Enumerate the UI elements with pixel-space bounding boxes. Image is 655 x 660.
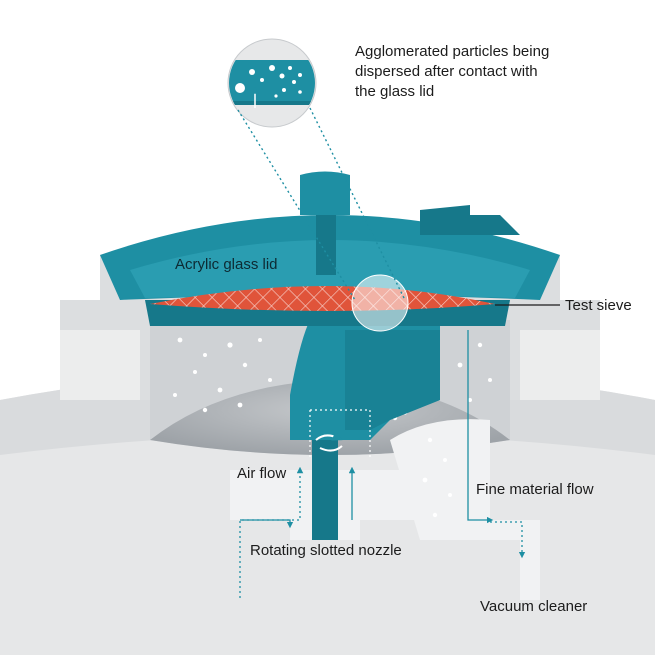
- nozzle-shaft: [312, 440, 338, 540]
- callout-label: Agglomerated particles being dispersed a…: [355, 42, 625, 102]
- lid-center-cap: [300, 171, 350, 215]
- lid-center-neck: [316, 215, 336, 275]
- rotation-arrow-icon: [315, 431, 343, 452]
- test-sieve-mesh: [150, 286, 495, 311]
- air-flow-lines: [239, 466, 356, 598]
- nozzle-arm-shade: [345, 330, 440, 430]
- fine-material-flow-label: Fine material flow: [476, 481, 594, 498]
- test-sieve-label: Test sieve: [565, 297, 632, 314]
- lid-handle: [420, 205, 520, 235]
- left-step: [60, 330, 140, 400]
- air-flow-label: Air flow: [237, 465, 287, 482]
- sieve-highlight-lens: [351, 274, 409, 332]
- callout-line-3: the glass lid: [355, 83, 435, 100]
- rotating-nozzle-label: Rotating slotted nozzle: [250, 542, 402, 559]
- magnifier-lens: [227, 38, 317, 128]
- callout-line-2: dispersed after contact with: [355, 63, 538, 80]
- fine-material-flow-line: [467, 330, 526, 559]
- callout-line-1: Agglomerated particles being: [355, 43, 550, 60]
- flow-guide-dotted: [309, 409, 371, 460]
- outlet-pipe: [420, 520, 540, 600]
- right-step: [520, 330, 600, 400]
- vacuum-cleaner-label: Vacuum cleaner: [480, 598, 588, 615]
- lens-connector: [237, 107, 406, 301]
- acrylic-lid-label: Acrylic glass lid: [175, 256, 278, 273]
